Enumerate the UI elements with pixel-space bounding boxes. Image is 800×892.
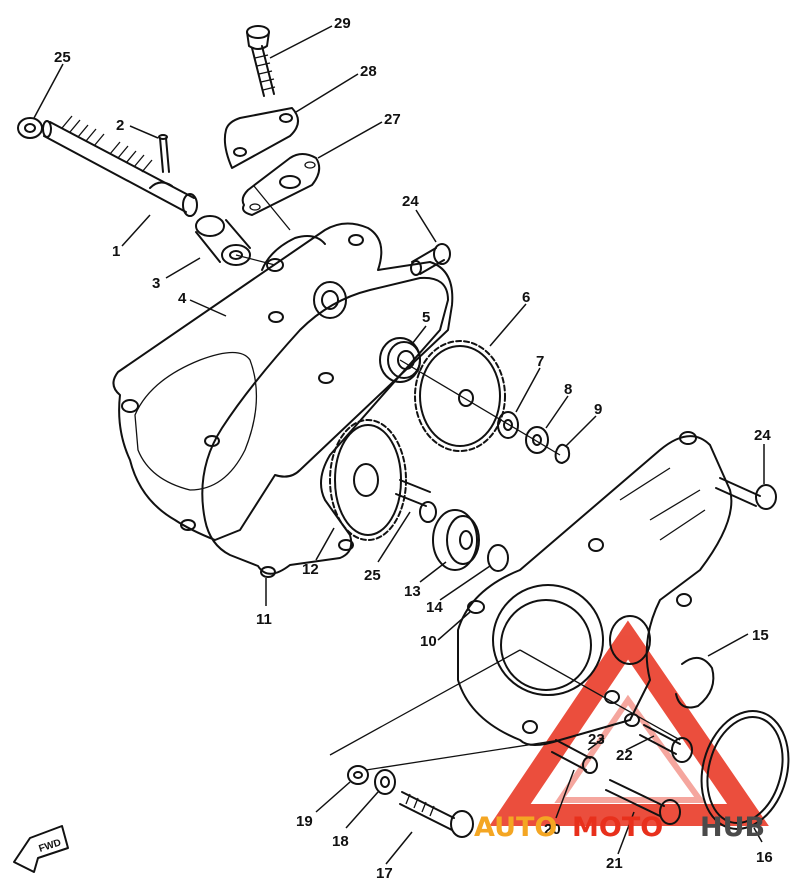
part-3-bushing [195,215,251,266]
callout-24-right: 24 [754,427,771,444]
callout-23: 23 [588,731,605,748]
callout-22: 22 [616,747,633,764]
callout-20: 20 [544,821,561,838]
alignment-lines [235,185,681,771]
part-11-gasket [201,276,449,578]
callout-4: 4 [178,290,187,307]
part-9-clip [554,443,571,464]
part-24-stud-upper [410,243,451,276]
part-13-bearing [432,509,480,571]
part-26-spacer [395,479,437,523]
callout-7: 7 [536,353,544,370]
callout-28: 28 [360,63,377,80]
callout-1: 1 [112,243,120,260]
callout-21: 21 [606,855,623,872]
callout-12: 12 [302,561,319,578]
callout-5: 5 [422,309,430,326]
part-5-bearing [379,337,421,383]
callout-15: 15 [752,627,769,644]
part-28-cover-plate [223,107,299,169]
watermark-part3: HUB [700,812,765,843]
part-4-housing [112,222,454,541]
callout-18: 18 [332,833,349,850]
part-16-oring [700,710,790,830]
watermark-text: AUTO MOTO HUB [474,812,765,843]
watermark-logo [489,620,769,826]
callout-6: 6 [522,289,530,306]
fwd-arrow: FWD [13,825,69,873]
callout-8: 8 [564,381,572,398]
callout-17: 17 [376,865,393,882]
part-22-bolt [639,724,693,763]
callout-10: 10 [420,633,437,650]
callout-13: 13 [404,583,421,600]
callout-26: 25 [364,567,381,584]
callout-3: 3 [152,275,160,292]
callout-16: 16 [756,849,773,866]
part-12-gear [329,419,407,541]
watermark-part1: AUTO [474,812,557,843]
part-21-bolt [605,779,681,825]
callout-19: 19 [296,813,313,830]
callout-27: 27 [384,111,401,128]
part-7-washer [497,411,519,439]
part-2-pin [158,134,170,173]
part-19-washer [347,765,369,785]
part-14-seal [487,544,509,572]
part-27-gasket [241,153,321,216]
callouts: 29 28 27 25 2 1 3 4 24 5 6 7 8 9 24 15 1… [54,15,773,882]
callout-2: 2 [116,117,124,134]
watermark-part2: MOTO [572,812,663,843]
callout-9: 9 [594,401,602,418]
callout-25: 25 [54,49,71,66]
part-20-dowel [551,739,598,774]
part-17-bolt [399,791,474,838]
part-24-bolt-right [715,477,777,510]
part-10-cover [457,431,733,746]
part-29-bolt [246,25,276,97]
part-18-washer [374,769,396,795]
callout-29: 29 [334,15,351,32]
fwd-label: FWD [38,837,63,855]
callout-24-upper: 24 [402,193,419,210]
leader-lines [33,25,765,865]
part-8-washer [525,426,549,454]
callout-11: 11 [256,611,272,628]
part-6-gear-large [414,340,506,452]
part-25-washer [17,117,43,139]
callout-14: 14 [426,599,443,616]
part-15-circlip [675,657,715,709]
part-1-shaft [42,115,198,217]
